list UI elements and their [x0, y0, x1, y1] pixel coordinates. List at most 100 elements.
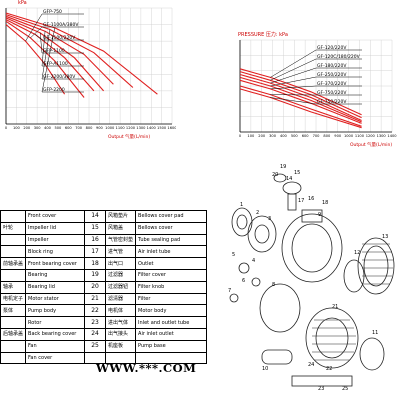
part-number: 14	[85, 211, 106, 223]
part-name-zh: 叶轮	[1, 222, 26, 234]
callout-number-9: 9	[318, 212, 321, 218]
series-label-3: GF-250/220V	[317, 72, 347, 78]
part-name-zh	[1, 340, 26, 352]
part-name-en: Fan cover	[26, 352, 85, 364]
part-name-en: Bearing lid	[26, 281, 85, 293]
x-tick-label-7: 700	[75, 126, 83, 130]
x-tick-label-12: 1200	[366, 134, 376, 138]
part-name-en: Block ring	[26, 246, 85, 258]
x-tick-label-16: 1600	[167, 126, 176, 130]
x-tick-label-8: 800	[86, 126, 94, 130]
front-cover-part	[232, 208, 252, 236]
series-label-2: GF-180/220V	[317, 63, 347, 69]
part-name-en: Filter cover	[136, 269, 207, 281]
rotor-part	[262, 350, 292, 364]
part-name-en: Air inlet outlet	[136, 328, 207, 340]
series-label-4: GF-370/220V	[317, 81, 347, 87]
part-name-zh: 前轴承盖	[1, 258, 26, 270]
impeller-part	[248, 216, 276, 252]
bearing-lid-part	[230, 294, 238, 302]
part-name-en: Filter knob	[136, 281, 207, 293]
back-bearing-cover-part	[360, 338, 384, 370]
part-name-en: Pump body	[26, 305, 85, 317]
part-name-zh	[1, 246, 26, 258]
x-tick-label-14: 1400	[147, 126, 157, 130]
x-tick-label-12: 1200	[126, 126, 136, 130]
x-tick-label-7: 700	[313, 134, 321, 138]
part-number: 16	[85, 234, 106, 246]
series-label-1: GF-120C/180/220V	[317, 54, 361, 60]
callout-number-17: 17	[298, 198, 304, 204]
chart-right-title: PRESSURE 压力: kPa	[238, 31, 288, 38]
series-label-6: GF-750/220V	[317, 99, 347, 105]
part-name-zh: 气管密封垫	[106, 234, 136, 246]
x-tick-label-8: 800	[323, 134, 331, 138]
part-name-zh	[1, 317, 26, 329]
x-tick-label-1: 100	[247, 134, 255, 138]
x-tick-label-0: 0	[5, 126, 8, 130]
x-tick-label-6: 600	[302, 134, 310, 138]
part-name-zh: 风箱盖	[106, 222, 136, 234]
callout-number-15: 15	[294, 170, 300, 176]
callout-number-7: 7	[228, 288, 231, 294]
x-tick-label-10: 1000	[105, 126, 115, 130]
filter-cover-part	[283, 182, 301, 194]
x-tick-label-4: 400	[280, 134, 288, 138]
part-number: 19	[85, 269, 106, 281]
website-watermark: WWW.***.COM	[96, 361, 196, 375]
part-name-zh: 滤清器	[106, 293, 136, 305]
part-name-en: Impeller lid	[26, 222, 85, 234]
callout-number-25: 25	[342, 386, 348, 392]
part-name-en: Filter	[136, 293, 207, 305]
part-name-en: Front cover	[26, 211, 85, 223]
part-number: 23	[85, 317, 106, 329]
callout-number-3: 3	[268, 216, 271, 222]
callout-number-11: 11	[372, 330, 378, 336]
part-name-en: Bellows cover pad	[136, 211, 207, 223]
x-tick-label-5: 500	[291, 134, 299, 138]
part-name-en: Inlet and outlet tube	[136, 317, 207, 329]
part-name-zh: 电机定子	[1, 293, 26, 305]
callout-number-22: 22	[326, 366, 332, 372]
part-name-en: Back bearing cover	[26, 328, 85, 340]
callout-number-6: 6	[242, 278, 245, 284]
part-name-zh: 过滤器	[106, 269, 136, 281]
chart-right-labels: GF-120/220VGF-120C/180/220VGF-180/220VGF…	[270, 45, 362, 105]
part-name-en: Motor body	[136, 305, 207, 317]
pump-base-part	[292, 376, 352, 386]
callout-number-4: 4	[252, 258, 255, 264]
block-ring-part	[252, 278, 260, 286]
part-name-zh: 泵体	[1, 305, 26, 317]
x-tick-label-3: 300	[269, 134, 277, 138]
part-name-zh: 出气接头	[106, 328, 136, 340]
chart-right-svg: PRESSURE 压力: kPa GF-120/220VGF-120C/180/…	[230, 0, 400, 150]
callout-number-5: 5	[232, 252, 235, 258]
part-name-en: Impeller	[26, 234, 85, 246]
x-tick-label-11: 1100	[355, 134, 365, 138]
x-tick-label-13: 1300	[136, 126, 146, 130]
x-tick-label-10: 1000	[344, 134, 354, 138]
part-name-zh	[1, 211, 26, 223]
part-number: 22	[85, 305, 106, 317]
part-number: 18	[85, 258, 106, 270]
series-label-0: GFP-750	[43, 9, 62, 15]
part-name-zh: 风箱垫片	[106, 211, 136, 223]
part-number: 25	[85, 340, 106, 352]
callout-number-14: 14	[286, 176, 292, 182]
callout-number-24: 24	[308, 362, 314, 368]
series-label-5: GF-2200/380V	[43, 74, 76, 80]
part-name-zh: 电机体	[106, 305, 136, 317]
x-tick-label-2: 200	[23, 126, 31, 130]
part-name-zh: 进出气体	[106, 317, 136, 329]
x-tick-label-6: 600	[65, 126, 73, 130]
x-tick-label-2: 200	[258, 134, 266, 138]
